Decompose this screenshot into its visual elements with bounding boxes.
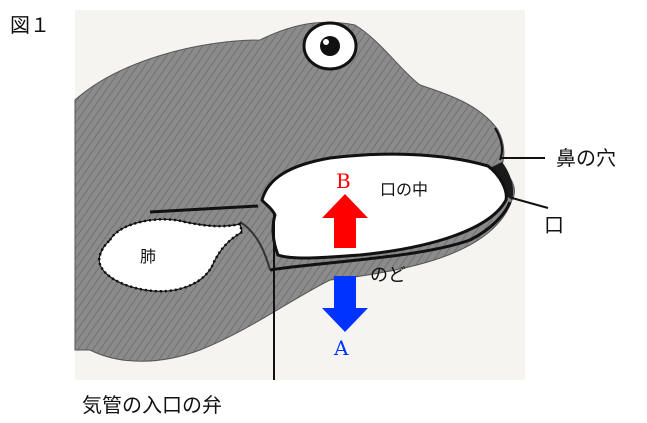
label-throat: のど [370, 265, 406, 286]
label-arrow-b: B [336, 169, 351, 193]
figure-title: 図１ [10, 13, 50, 37]
label-arrow-a: A [333, 336, 349, 360]
label-trachea-valve: 気管の入口の弁 [82, 393, 222, 417]
label-inside-mouth: 口の中 [380, 180, 428, 199]
label-nostril: 鼻の穴 [556, 146, 616, 170]
label-lung: 肺 [140, 247, 156, 266]
eye [304, 23, 356, 69]
label-mouth: 口 [544, 213, 564, 237]
